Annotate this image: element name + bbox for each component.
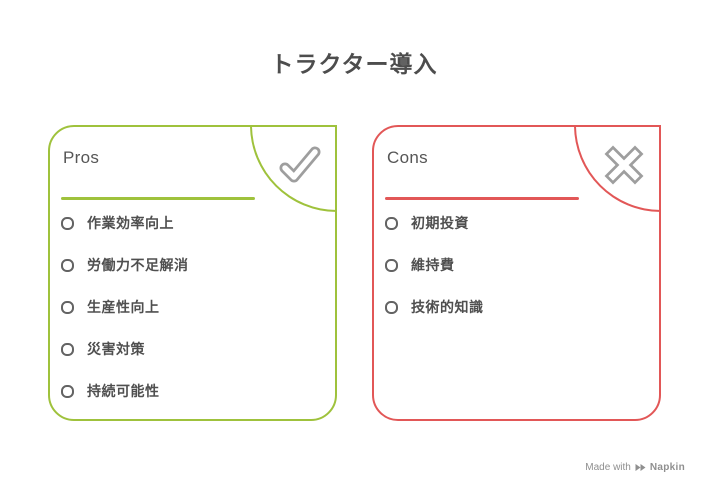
page-title: トラクター導入 (270, 51, 438, 77)
list-item: 災害対策 (50, 328, 335, 370)
circle-bullet-icon (385, 216, 398, 230)
x-icon (599, 140, 649, 190)
cons-card: Cons 初期投資 維持費 技術的知識 (372, 125, 661, 421)
napkin-brand-text: Napkin (649, 462, 685, 473)
pros-label: Pros (63, 148, 100, 167)
list-item: 労働力不足解消 (50, 244, 335, 286)
cons-underline (385, 197, 579, 200)
list-item: 生産性向上 (50, 286, 335, 328)
pros-underline (61, 197, 255, 200)
napkin-logo-icon (635, 462, 646, 473)
item-label: 労働力不足解消 (87, 257, 189, 273)
check-icon (275, 140, 325, 190)
circle-bullet-icon (61, 384, 74, 398)
list-item: 技術的知識 (374, 286, 659, 328)
made-with-text: Made with (585, 462, 631, 473)
circle-bullet-icon (61, 300, 74, 314)
list-item: 初期投資 (374, 202, 659, 244)
item-label: 作業効率向上 (87, 215, 174, 231)
circle-bullet-icon (385, 300, 398, 314)
item-label: 持続可能性 (87, 383, 160, 399)
list-item: 維持費 (374, 244, 659, 286)
item-label: 災害対策 (87, 341, 145, 357)
item-label: 技術的知識 (411, 299, 484, 315)
made-with-napkin-watermark: Made with Napkin (585, 462, 685, 473)
cons-label: Cons (387, 148, 428, 167)
circle-bullet-icon (61, 342, 74, 356)
item-label: 生産性向上 (87, 299, 160, 315)
pros-list: 作業効率向上 労働力不足解消 生産性向上 災害対策 持続可能性 (50, 202, 335, 412)
list-item: 持続可能性 (50, 370, 335, 412)
cons-list: 初期投資 維持費 技術的知識 (374, 202, 659, 328)
list-item: 作業効率向上 (50, 202, 335, 244)
item-label: 初期投資 (411, 215, 469, 231)
circle-bullet-icon (385, 258, 398, 272)
pros-card: Pros 作業効率向上 労働力不足解消 生産性向上 災害対策 持続可能性 (48, 125, 337, 421)
circle-bullet-icon (61, 258, 74, 272)
item-label: 維持費 (411, 257, 455, 273)
circle-bullet-icon (61, 216, 74, 230)
